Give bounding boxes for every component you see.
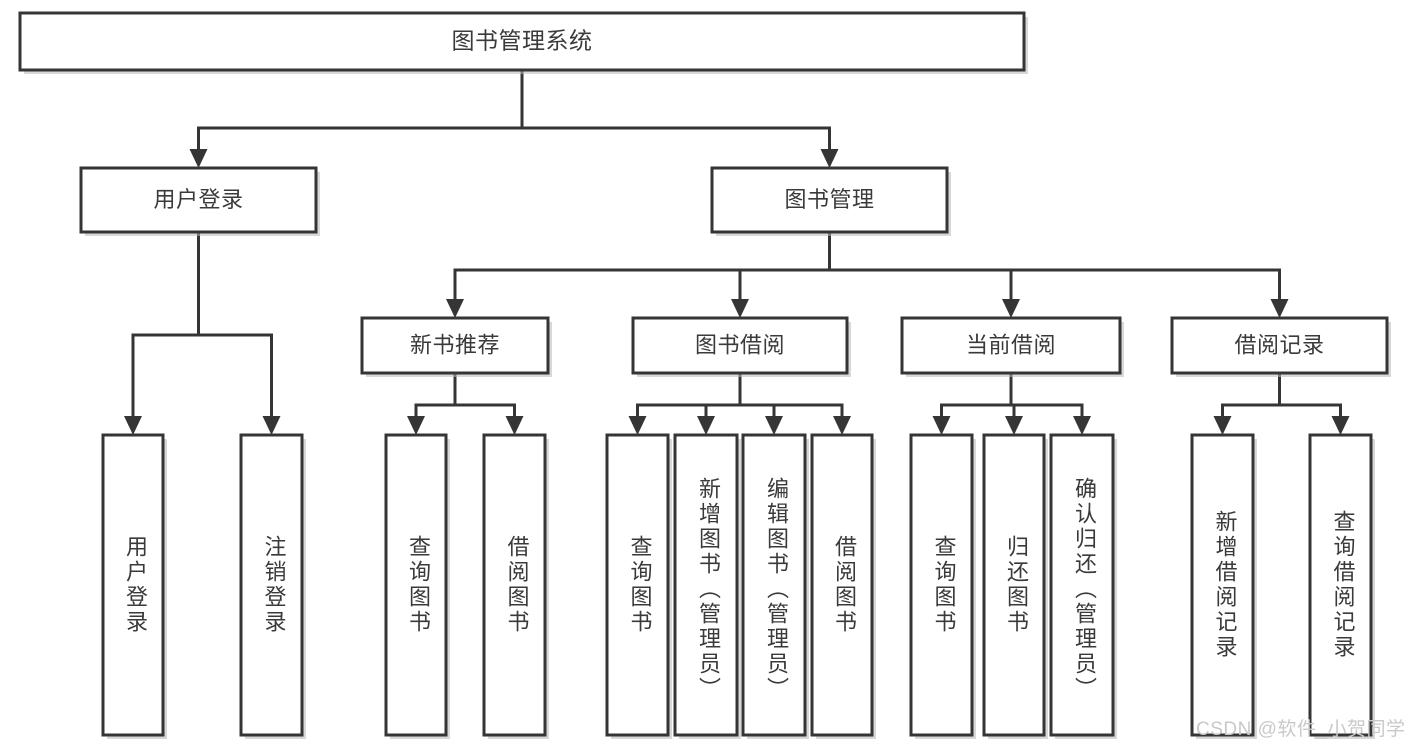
arrow-head-icon: [1213, 416, 1232, 435]
node-box-l3-1[interactable]: [631, 316, 849, 375]
node-box-leaf-2[interactable]: [384, 433, 448, 737]
node-box-l3-0[interactable]: [360, 316, 550, 375]
node-box-layer: [18, 11, 1391, 739]
connector-layer: [124, 68, 1350, 435]
node-label-l3-0: 新书推荐: [410, 332, 500, 357]
arrow-head-icon: [124, 416, 142, 435]
node-box-leaf-11[interactable]: [1190, 433, 1255, 737]
arrow-head-icon: [820, 149, 839, 168]
arrow-head-icon: [1073, 416, 1091, 435]
arrow-head-icon: [189, 149, 208, 168]
node-box-leaf-6[interactable]: [741, 433, 807, 737]
node-label-l3-1: 图书借阅: [695, 332, 785, 357]
node-box-l3-3[interactable]: [1170, 316, 1389, 375]
arrow-head-icon: [765, 416, 783, 435]
node-box-leaf-4[interactable]: [605, 433, 670, 737]
node-box-leaf-5[interactable]: [673, 433, 739, 737]
arrow-head-icon: [407, 416, 425, 435]
arrow-head-icon: [731, 299, 749, 318]
arrow-head-icon: [262, 416, 281, 435]
node-box-leaf-9[interactable]: [982, 433, 1046, 737]
node-box-l2-0[interactable]: [79, 166, 318, 234]
arrow-head-icon: [446, 299, 464, 318]
node-box-l3-2[interactable]: [900, 316, 1122, 375]
arrow-head-icon: [1005, 416, 1023, 435]
arrow-head-icon: [1331, 416, 1350, 435]
node-label-l3-3: 借阅记录: [1234, 332, 1324, 357]
arrow-head-icon: [697, 416, 715, 435]
node-box-l2-1[interactable]: [710, 166, 949, 234]
node-box-leaf-8[interactable]: [909, 433, 974, 737]
arrow-head-icon: [628, 416, 647, 435]
node-box-leaf-12[interactable]: [1308, 433, 1373, 737]
node-box-root-0[interactable]: [18, 11, 1026, 72]
node-box-leaf-1[interactable]: [239, 433, 304, 737]
node-box-leaf-0[interactable]: [101, 433, 165, 737]
node-label-root-0: 图书管理系统: [452, 28, 593, 54]
arrow-head-icon: [505, 416, 524, 435]
node-label-l2-0: 用户登录: [153, 187, 243, 212]
arrow-head-icon: [833, 416, 851, 435]
arrow-head-icon: [1270, 299, 1289, 318]
node-box-leaf-7[interactable]: [810, 433, 874, 737]
node-label-l2-1: 图书管理: [784, 187, 874, 212]
node-box-leaf-10[interactable]: [1049, 433, 1115, 737]
arrow-head-icon: [1002, 299, 1020, 318]
node-label-l3-2: 当前借阅: [966, 332, 1056, 357]
arrow-head-icon: [932, 416, 951, 435]
node-box-leaf-3[interactable]: [482, 433, 547, 737]
csdn-watermark: CSDN @软件_小贺同学: [1196, 719, 1405, 740]
